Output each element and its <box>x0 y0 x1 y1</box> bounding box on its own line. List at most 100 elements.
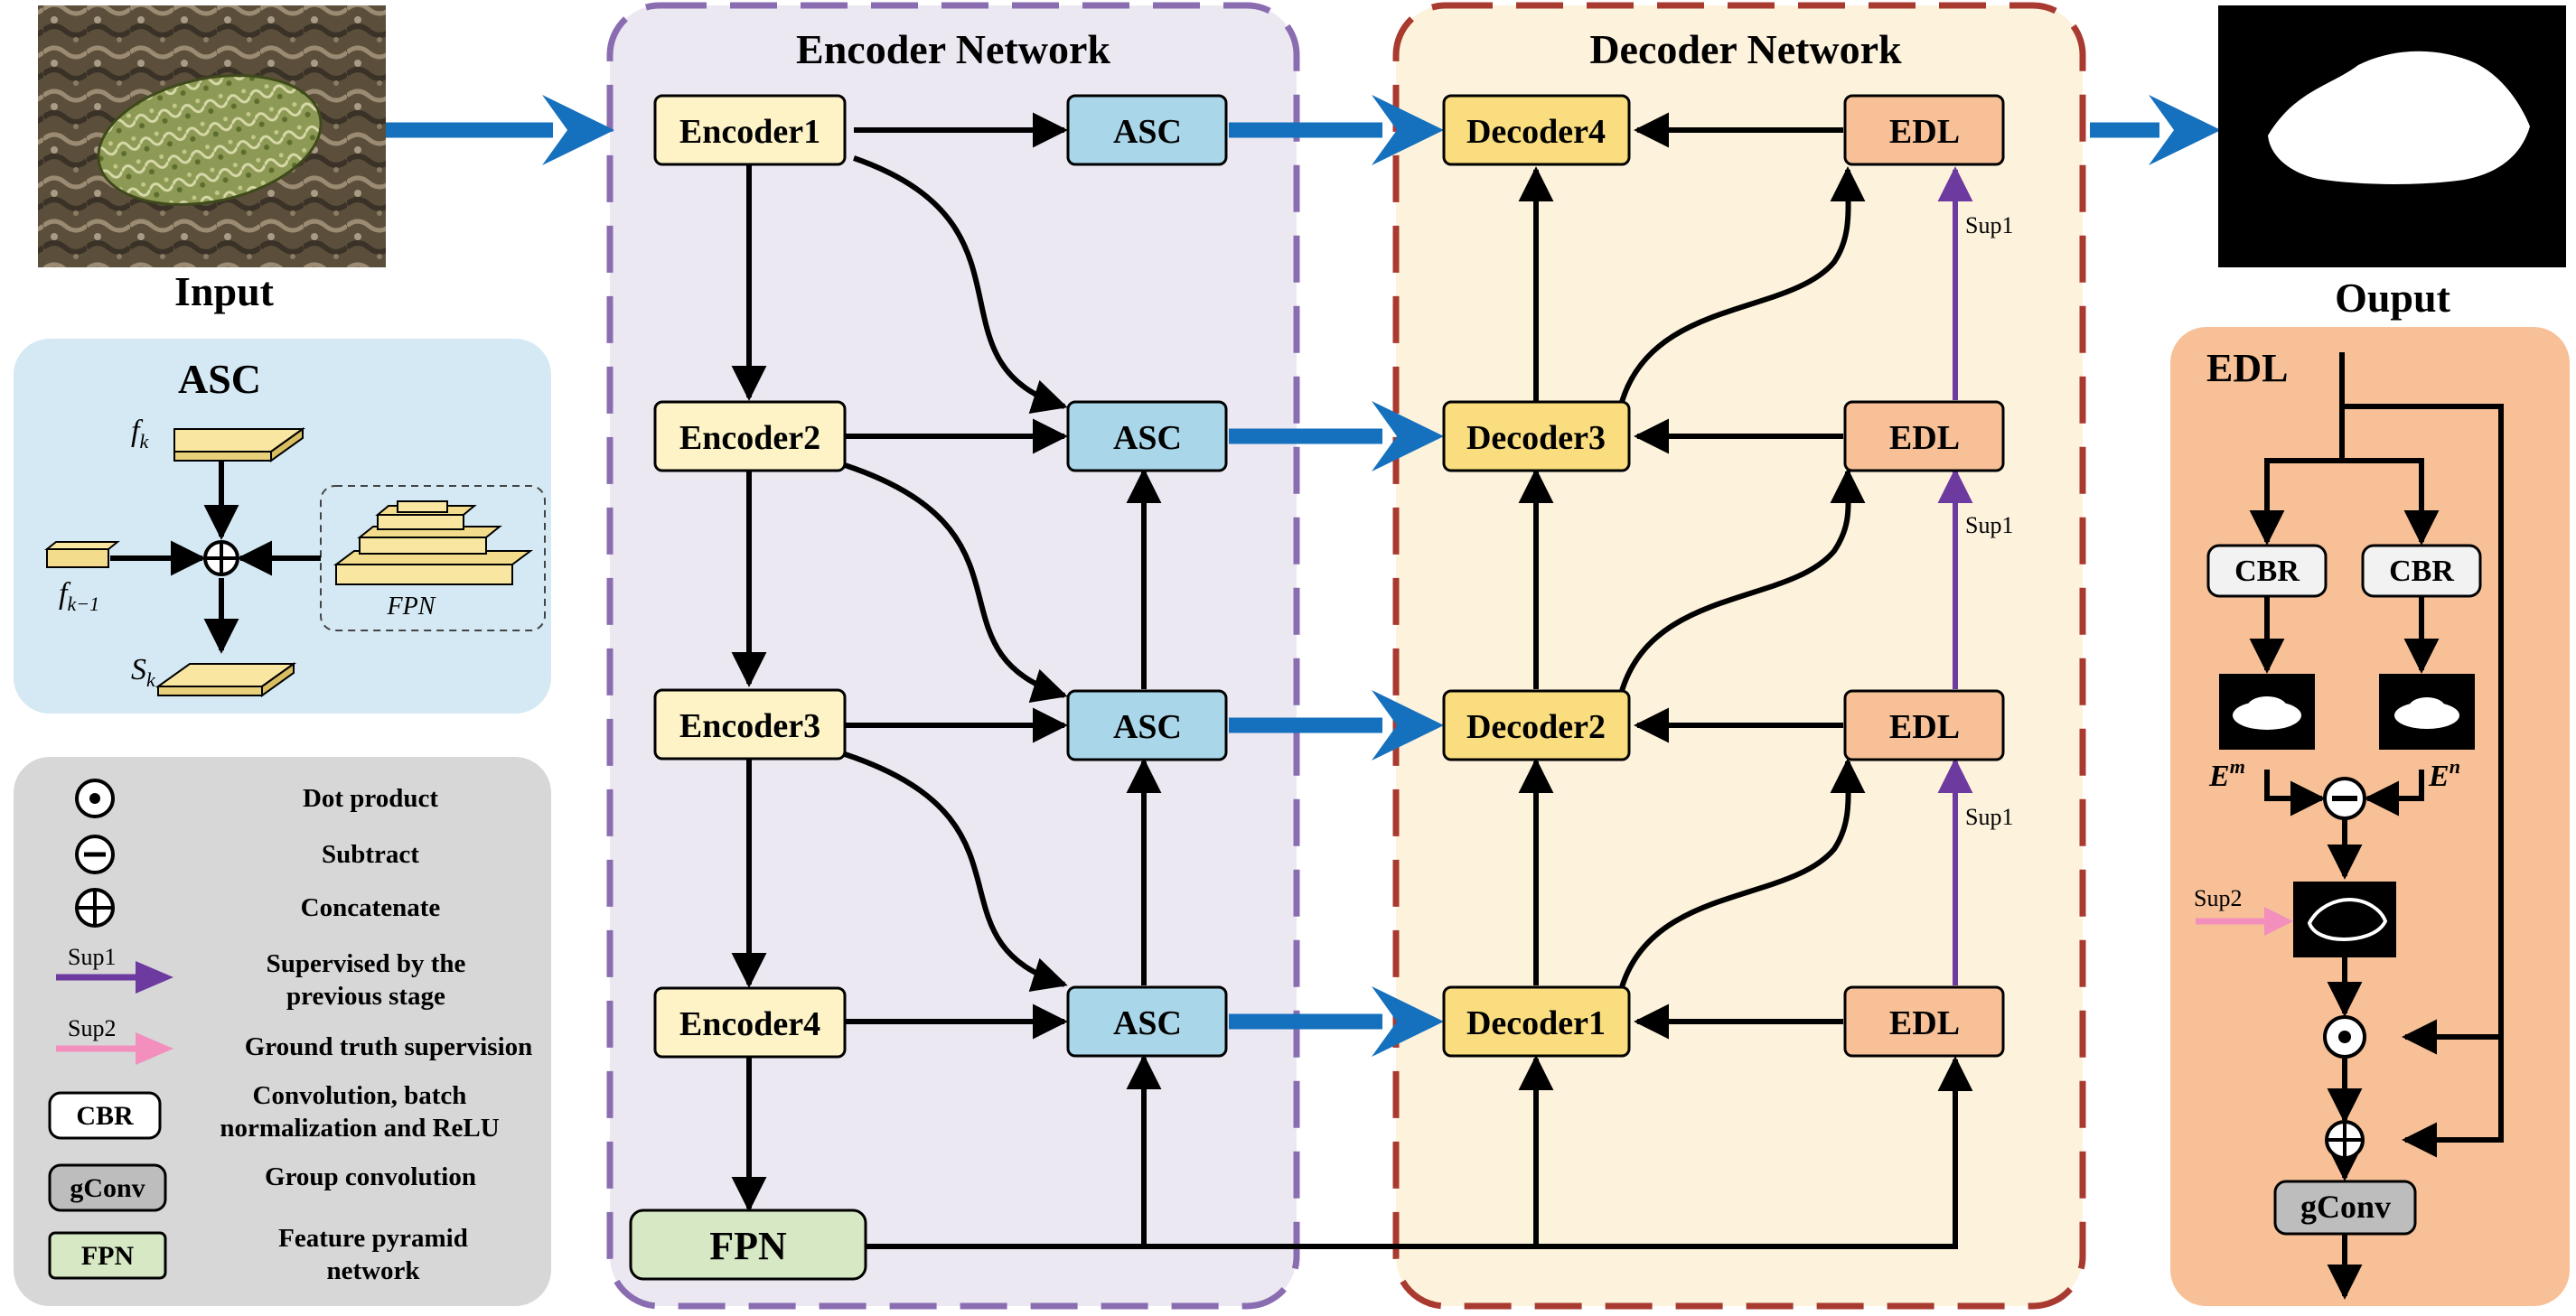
edl4-block: EDL <box>1843 94 2005 166</box>
edl-cbr-left-label: CBR <box>2234 555 2300 588</box>
edl-inset-panel: EDL CBR CBR <box>2170 327 2570 1306</box>
edl-cbr-right-label: CBR <box>2389 555 2454 588</box>
subtract-icon <box>75 835 115 874</box>
asc-inset-title: ASC <box>178 356 261 402</box>
sup1-label-1: Sup1 <box>1965 212 2013 238</box>
legend-panel: Dot product Subtract Concatenate Sup1 Su… <box>14 757 551 1306</box>
decoder2-block: Decoder2 <box>1442 689 1631 761</box>
decoder-connectors <box>1518 112 1866 1040</box>
legend-sup1-tag: Sup1 <box>68 944 116 970</box>
asc4-label: ASC <box>1113 1004 1182 1042</box>
fk-feature-slab <box>173 427 306 462</box>
edl2-label: EDL <box>1889 708 1960 746</box>
edl-inset-title: EDL <box>2206 346 2288 390</box>
sup2-pink-arrow <box>2196 907 2293 936</box>
sk-label: Sk <box>131 653 156 691</box>
decoder2-label: Decoder2 <box>1466 708 1606 746</box>
decoder4-label: Decoder4 <box>1466 113 1606 151</box>
em-label: Em <box>2208 755 2245 793</box>
encoder4-label: Encoder4 <box>679 1005 820 1043</box>
sup1-label-2: Sup1 <box>1965 512 2013 538</box>
encoder-panel <box>606 2 1300 1310</box>
decoder-panel-title: Decoder Network <box>1589 26 1902 72</box>
decoder4-block: Decoder4 <box>1442 94 1631 166</box>
asc-inset-panel: ASC fk fk−1 Sk <box>14 339 551 714</box>
legend-fpn-tag: FPN <box>81 1241 135 1271</box>
encoder2-block: Encoder2 <box>653 400 847 472</box>
edl3-block: EDL <box>1843 400 2005 472</box>
edl1-label: EDL <box>1889 1004 1960 1042</box>
edl4-label: EDL <box>1889 113 1960 151</box>
asc3-label: ASC <box>1113 708 1182 746</box>
decoder3-block: Decoder3 <box>1442 400 1631 472</box>
sup2-label: Sup2 <box>2194 885 2242 911</box>
fpn-label: FPN <box>709 1224 787 1268</box>
encoder1-label: Encoder1 <box>679 113 820 151</box>
edl-subtract-icon <box>2323 777 2366 820</box>
edl2-block: EDL <box>1843 689 2005 761</box>
edge-map-en-thumbnail <box>2379 674 2475 750</box>
encoder3-block: Encoder3 <box>653 688 847 761</box>
edge-map-em-thumbnail <box>2219 674 2315 750</box>
asc2-label: ASC <box>1113 419 1182 457</box>
legend-cbr-line1: Convolution, batch <box>253 1081 467 1110</box>
legend-gconv-tag: gConv <box>70 1173 145 1203</box>
legend-gconv-box: gConv <box>48 1163 167 1212</box>
sup2-legend-arrow <box>56 1032 173 1065</box>
output-label: Ouput <box>2335 275 2451 321</box>
encoder2-label: Encoder2 <box>679 419 820 457</box>
legend-concat-text: Concatenate <box>301 893 441 922</box>
edl-concat-icon <box>2325 1120 2365 1160</box>
sup1-legend-arrow <box>56 961 173 994</box>
output-mask-image <box>2218 5 2566 267</box>
edl1-block: EDL <box>1843 985 2005 1058</box>
encoder4-block: Encoder4 <box>653 986 847 1059</box>
asc-inset-fpn-label: FPN <box>387 593 436 621</box>
edl3-label: EDL <box>1889 419 1960 457</box>
legend-gconv-text: Group convolution <box>265 1162 476 1191</box>
legend-cbr-line2: normalization and ReLU <box>220 1114 499 1143</box>
legend-sup1-line2: previous stage <box>286 982 445 1011</box>
decoder1-block: Decoder1 <box>1442 985 1631 1058</box>
legend-sup2-text: Ground truth supervision <box>245 1032 533 1061</box>
encoder3-label: Encoder3 <box>679 707 820 745</box>
legend-cbr-tag: CBR <box>76 1101 134 1131</box>
fk1-feature-slab <box>44 541 120 568</box>
legend-sup2-tag: Sup2 <box>68 1015 116 1041</box>
legend-fpn-line2: network <box>326 1256 420 1285</box>
legend-fpn-box: FPN <box>48 1231 167 1280</box>
asc4-block: ASC <box>1066 985 1228 1058</box>
input-label: Input <box>174 268 275 314</box>
edl-cbr-left: CBR <box>2206 544 2328 598</box>
asc1-block: ASC <box>1066 94 1228 166</box>
decoder-panel <box>1392 2 2086 1310</box>
legend-dot-text: Dot product <box>303 784 438 813</box>
encoder-panel-title: Encoder Network <box>796 26 1110 72</box>
decoder3-label: Decoder3 <box>1466 419 1606 457</box>
asc-concat-icon <box>203 540 239 576</box>
edl-gconv-block: gConv <box>2273 1180 2417 1236</box>
legend-sup1-line1: Supervised by the <box>267 949 466 978</box>
encoder1-block: Encoder1 <box>653 94 847 166</box>
sup1-label-3: Sup1 <box>1965 804 2013 830</box>
fpn-pyramid-icon <box>333 500 533 585</box>
encoder-connectors <box>731 112 1973 1249</box>
asc2-block: ASC <box>1066 400 1228 472</box>
concatenate-icon <box>75 888 115 928</box>
input-image <box>38 5 386 267</box>
fpn-block: FPN <box>629 1209 867 1281</box>
asc1-label: ASC <box>1113 113 1182 151</box>
dot-product-icon <box>75 779 115 818</box>
edl-dot-product-icon <box>2323 1015 2366 1059</box>
decoder1-label: Decoder1 <box>1466 1004 1606 1042</box>
en-label: En <box>2428 755 2460 793</box>
edge-boundary-thumbnail <box>2293 882 2396 957</box>
main-flow-arrows <box>386 95 2221 1057</box>
edl-cbr-right: CBR <box>2361 544 2482 598</box>
legend-subtract-text: Subtract <box>322 840 419 869</box>
legend-cbr-box: CBR <box>48 1091 162 1140</box>
legend-fpn-line1: Feature pyramid <box>278 1224 468 1253</box>
asc3-block: ASC <box>1066 689 1228 761</box>
edl-gconv-label: gConv <box>2300 1189 2391 1225</box>
